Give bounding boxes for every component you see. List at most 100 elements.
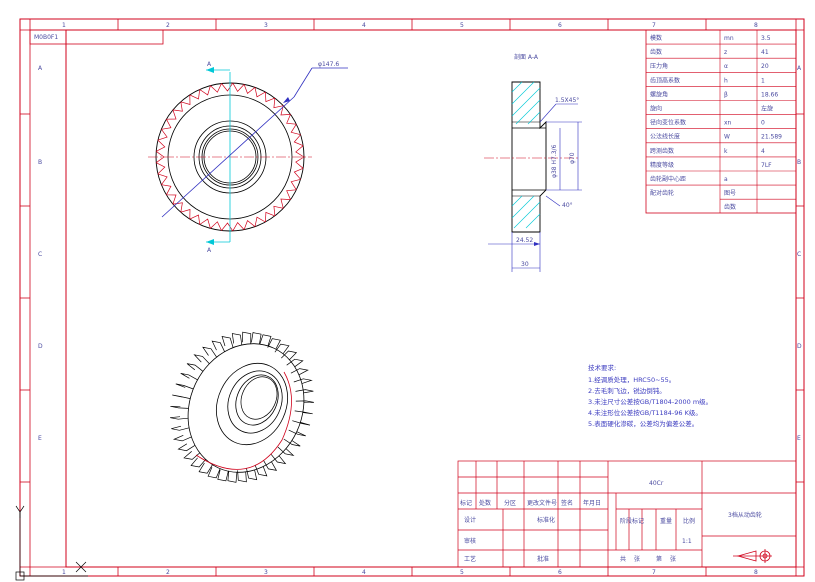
param-val-1: 41 — [761, 49, 769, 56]
ucs-axis-icon — [15, 505, 88, 581]
zone-bottom-4: 4 — [362, 569, 366, 576]
tb-designer: 设计 — [464, 516, 476, 524]
param-name-9: 精度等级 — [650, 161, 674, 169]
param-sym-6: xn — [724, 120, 732, 127]
technical-requirements: 技术要求: 1.经调质处理，HRC50~55。 2.去毛刺飞边，锐边倒钝。 3.… — [588, 363, 712, 428]
param-name-1: 齿数 — [650, 48, 662, 56]
zone-right-a: A — [797, 65, 802, 72]
param-name-10: 齿轮副中心距 — [650, 175, 686, 183]
param-sym-8: k — [724, 148, 728, 155]
zone-right-d: D — [797, 343, 802, 350]
gear-front-view: A A φ147.6 — [148, 61, 348, 254]
requirement-2: 2.去毛刺飞边，锐边倒钝。 — [588, 386, 666, 395]
zone-bottom-6: 6 — [558, 569, 562, 576]
param-name-6: 径向变位系数 — [650, 119, 686, 127]
section-title: 剖面 A-A — [514, 53, 539, 61]
zone-right-b: B — [797, 159, 801, 166]
section-view: 剖面 A-A 1.5X45° φ38 H7.3/6 φ70 — [484, 53, 582, 272]
dim-chamfer: 1.5X45° — [555, 97, 579, 104]
param-name-2: 压力角 — [650, 62, 668, 70]
zone-top-7: 7 — [652, 22, 656, 29]
zone-bottom-3: 3 — [264, 569, 268, 576]
tb-date: 年月日 — [583, 499, 601, 507]
tb-scale: 比例 — [683, 517, 695, 525]
param-val-6: 0 — [761, 120, 765, 127]
tb-sheet-num: 第 — [656, 555, 662, 563]
requirement-3: 3.未注尺寸公差按GB/T1804-2000 m级。 — [588, 397, 712, 406]
tb-material: 40Cr — [649, 480, 664, 487]
tb-sheet-total: 共 — [620, 555, 626, 563]
zone-top-1: 1 — [62, 22, 66, 29]
title-block-text: 标记 处数 分区 更改文件号 签名 年月日 设计 标准化 审核 工艺 批准 阶段… — [460, 480, 762, 563]
tb-sheet-num-label: 张 — [670, 555, 676, 563]
zone-top-3: 3 — [264, 22, 268, 29]
zone-left-a: A — [38, 65, 43, 72]
dim-angle: 40° — [562, 202, 573, 209]
dim-outer-diameter: φ147.6 — [318, 61, 339, 68]
param-sym-7: W — [724, 134, 730, 141]
tb-standard: 标准化 — [537, 516, 555, 524]
zone-top-6: 6 — [558, 22, 562, 29]
gear-isometric-view — [170, 331, 314, 483]
param-sym-2: α — [724, 63, 728, 70]
tb-part-name: 3档从动齿轮 — [728, 511, 762, 519]
tb-stage: 阶段标记 — [620, 517, 644, 525]
param-name-3: 齿顶高系数 — [650, 76, 680, 84]
param-val-0: 3.5 — [761, 35, 771, 42]
param-name-7: 公法线长度 — [650, 133, 680, 141]
zone-bottom-8: 8 — [754, 569, 758, 576]
param-val-5: 左旋 — [761, 105, 773, 113]
param-sym-11: 图号 — [724, 190, 736, 197]
zone-bottom-5: 5 — [460, 569, 464, 576]
tb-count: 处数 — [479, 499, 491, 507]
tb-scale-value: 1:1 — [682, 538, 692, 545]
corner-code: M0B0F1 — [34, 34, 58, 41]
zone-top-2: 2 — [166, 22, 170, 29]
param-val-4: 18.66 — [761, 91, 778, 98]
requirement-4: 4.未注形位公差按GB/T1184-96 K级。 — [588, 408, 702, 417]
requirement-5: 5.表面硬化渗碳，公差均为偏差公差。 — [588, 419, 698, 428]
zone-left-e: E — [38, 435, 42, 442]
param-val-3: 1 — [761, 77, 765, 84]
param-name-5: 旋向 — [650, 105, 662, 113]
param-sym-1: z — [724, 49, 727, 56]
dim-hub-length: 24.52 — [516, 237, 533, 244]
requirement-1: 1.经调质处理，HRC50~55。 — [588, 375, 675, 384]
param-name-0: 模数 — [650, 34, 662, 42]
tb-weight: 重量 — [660, 517, 672, 525]
zone-right-c: C — [797, 251, 801, 258]
zone-top-8: 8 — [754, 22, 758, 29]
zone-left-c: C — [38, 251, 42, 258]
zone-top-5: 5 — [460, 22, 464, 29]
tb-zone: 分区 — [504, 499, 516, 507]
dim-width: 30 — [521, 261, 529, 268]
title-block — [457, 460, 797, 568]
iso-gear-teeth — [170, 331, 314, 483]
section-letter-top: A — [207, 61, 212, 68]
zone-right-e: E — [797, 435, 801, 442]
zone-bottom-1: 1 — [62, 569, 66, 576]
diameter-dimension-line — [161, 96, 295, 218]
tb-mark: 标记 — [460, 499, 472, 507]
gear-tooth-profile — [155, 82, 305, 232]
section-letter-bottom: A — [207, 247, 212, 254]
param-sym-3: h — [724, 77, 728, 84]
zone-left-b: B — [38, 159, 42, 166]
tb-craft: 工艺 — [464, 555, 476, 563]
outer-border — [19, 18, 805, 577]
zone-bottom-2: 2 — [166, 569, 170, 576]
dim-bore: φ38 H7.3/6 — [551, 144, 558, 178]
param-sym-0: mn — [724, 35, 734, 42]
zone-left-d: D — [38, 343, 43, 350]
dim-hub: φ70 — [569, 152, 576, 164]
zone-bottom-7: 7 — [652, 569, 656, 576]
param-name-4: 螺旋角 — [650, 90, 668, 98]
param-val-8: 4 — [761, 148, 765, 155]
tb-sheet-label: 张 — [634, 555, 640, 563]
tb-reviewer: 审核 — [464, 537, 476, 545]
param-sym-12: 齿数 — [724, 203, 736, 211]
param-sym-4: β — [724, 91, 728, 98]
requirements-title: 技术要求: — [588, 363, 616, 372]
